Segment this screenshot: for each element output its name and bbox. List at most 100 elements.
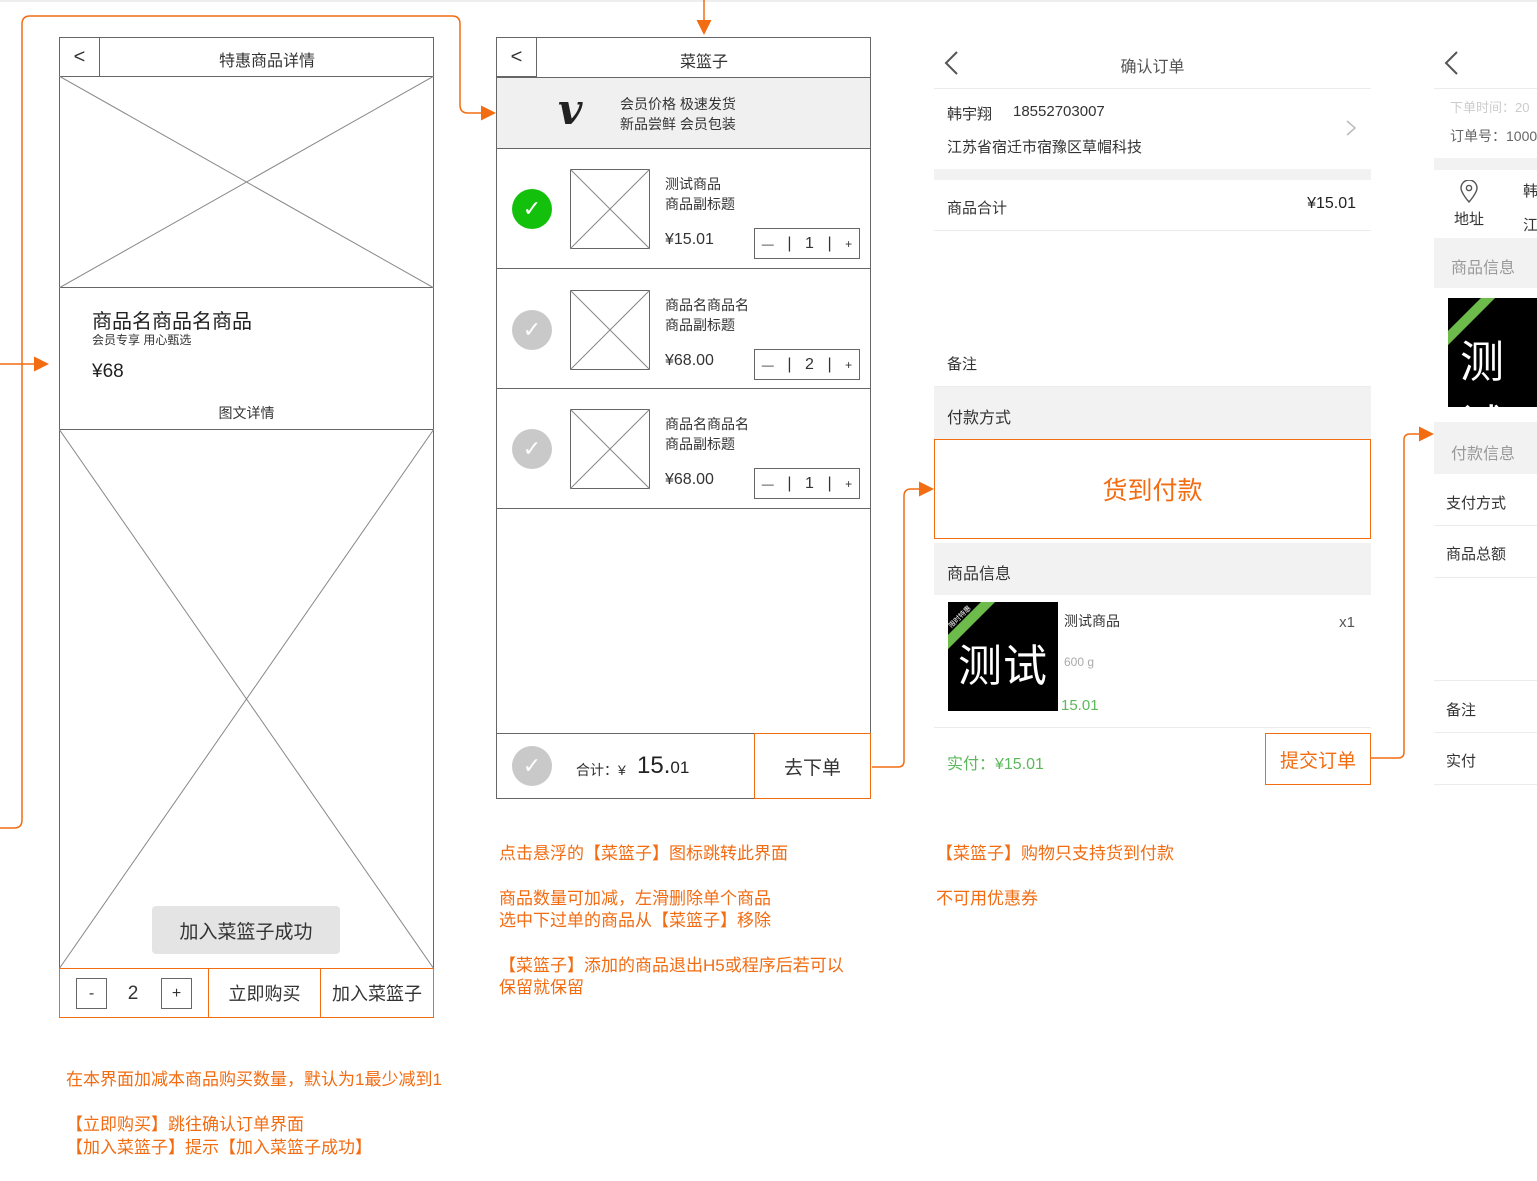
- back-chevron-icon[interactable]: [1440, 50, 1462, 76]
- note-basket-1: 点击悬浮的【菜篮子】图标跳转此界面: [499, 844, 788, 863]
- paid-label: 实付: [1446, 753, 1477, 770]
- pay-method-label: 付款方式: [947, 410, 1012, 427]
- submit-order-button[interactable]: 提交订单: [1265, 733, 1371, 785]
- item-price: ¥68.00: [665, 471, 714, 488]
- pay-method-label: 支付方式: [1446, 495, 1507, 512]
- chevron-right-icon[interactable]: [1345, 119, 1357, 137]
- receiver-name: 韩宇翔: [947, 106, 993, 123]
- detail-image-placeholder: [59, 429, 434, 969]
- select-all-check-icon[interactable]: ✓: [512, 746, 552, 786]
- thumbnail-text: 测试: [1460, 338, 1505, 407]
- item-name: 商品名商品名: [665, 416, 749, 432]
- thumbnail-text: 测试: [958, 642, 1048, 691]
- item-image-placeholder: [570, 409, 650, 489]
- quantity-stepper[interactable]: —|1|+: [754, 228, 860, 259]
- arrow-submit-to-detail: [1371, 426, 1434, 759]
- note-confirm-1: 【菜篮子】购物只支持货到付款: [936, 844, 1174, 863]
- remark-label: 备注: [1446, 702, 1477, 719]
- product-thumbnail: 测试: [1448, 298, 1537, 407]
- item-image-placeholder: [570, 169, 650, 249]
- note-detail-2: 【立即购买】跳往确认订单界面: [66, 1115, 304, 1134]
- page-title: 特惠商品详情: [218, 53, 315, 70]
- vip-line-1: 会员价格 极速发货: [620, 96, 736, 112]
- location-pin-icon: [1460, 180, 1478, 204]
- minus-button[interactable]: —: [761, 357, 774, 372]
- item-image-placeholder: [570, 290, 650, 370]
- address-label: 地址: [1454, 211, 1485, 228]
- goods-info-label: 商品信息: [1451, 260, 1516, 277]
- item-price: 15.01: [1061, 697, 1099, 714]
- quantity-stepper[interactable]: —|1|+: [754, 468, 860, 499]
- product-name: 商品名商品名商品: [92, 311, 252, 333]
- basket-frame: [496, 37, 871, 799]
- detail-section-label: 图文详情: [218, 405, 275, 421]
- vip-logo-icon: v: [558, 85, 583, 134]
- minus-button[interactable]: —: [761, 476, 774, 491]
- address-partial: 江: [1523, 217, 1537, 234]
- item-name: 商品名商品名: [665, 297, 749, 313]
- minus-button[interactable]: —: [761, 236, 774, 251]
- plus-button[interactable]: +: [845, 357, 853, 372]
- cash-on-delivery-option[interactable]: 货到付款: [934, 439, 1371, 539]
- vip-banner[interactable]: [497, 77, 870, 149]
- order-detail-screen: 下单时间：20 订单号：1000 地址 韩 江 商品信息 测试 付款信息 支付方…: [1434, 0, 1537, 1181]
- receiver-partial: 韩: [1523, 183, 1537, 200]
- item-price: ¥68.00: [665, 352, 714, 369]
- note-detail-1: 在本界面加减本商品购买数量，默认为1最少减到1: [66, 1070, 442, 1089]
- add-basket-button[interactable]: 加入菜篮子: [320, 968, 434, 1018]
- image-placeholder: [59, 76, 434, 288]
- note-confirm-2: 不可用优惠券: [936, 889, 1038, 908]
- receiver-address: 江苏省宿迁市宿豫区草帽科技: [947, 139, 1143, 156]
- order-time: 下单时间：20: [1450, 100, 1530, 115]
- remark-label: 备注: [947, 356, 978, 373]
- vip-line-2: 新品尝鲜 会员包装: [620, 116, 736, 132]
- page-title: 确认订单: [1120, 59, 1185, 76]
- item-price: ¥15.01: [665, 231, 714, 248]
- plus-button[interactable]: +: [845, 476, 853, 491]
- item-check-checked-icon[interactable]: ✓: [512, 189, 552, 229]
- item-subtitle: 商品副标题: [665, 196, 735, 212]
- checkout-button[interactable]: 去下单: [754, 733, 871, 799]
- goods-total-label: 商品总额: [1446, 546, 1507, 563]
- goods-info-label: 商品信息: [947, 566, 1012, 583]
- goods-total-value: ¥15.01: [1307, 195, 1356, 212]
- total-label: 合计：¥: [576, 762, 626, 778]
- item-name: 测试商品: [665, 176, 721, 192]
- back-chevron-icon[interactable]: [940, 50, 962, 76]
- note-basket-5: 保留就保留: [499, 978, 584, 997]
- product-tagline: 会员专享 用心甄选: [92, 333, 192, 347]
- quantity-value: 2: [805, 355, 814, 373]
- plus-button[interactable]: +: [845, 236, 853, 251]
- note-basket-4: 【菜篮子】添加的商品退出H5或程序后若可以: [499, 956, 844, 975]
- item-subtitle: 商品副标题: [665, 317, 735, 333]
- minus-button[interactable]: -: [76, 978, 107, 1009]
- toast-added: 加入菜篮子成功: [152, 906, 340, 954]
- page-title: 菜篮子: [679, 54, 728, 71]
- quantity-stepper[interactable]: —|2|+: [754, 349, 860, 380]
- item-check-unchecked-icon[interactable]: ✓: [512, 310, 552, 350]
- item-check-unchecked-icon[interactable]: ✓: [512, 429, 552, 469]
- quantity-value: 1: [805, 474, 814, 492]
- note-basket-3: 选中下过单的商品从【菜篮子】移除: [499, 911, 771, 930]
- pay-method-header: [934, 387, 1371, 439]
- back-button[interactable]: <: [496, 37, 537, 77]
- goods-total-label: 商品合计: [947, 200, 1008, 217]
- plus-button[interactable]: +: [161, 978, 192, 1009]
- product-price: ¥68: [92, 361, 124, 382]
- goods-info-header: [934, 543, 1371, 595]
- paid-amount: 实付：¥15.01: [947, 756, 1044, 773]
- note-detail-3: 【加入菜篮子】提示【加入菜篮子成功】: [66, 1138, 372, 1157]
- item-subtitle: 商品副标题: [665, 436, 735, 452]
- order-number: 订单号：1000: [1450, 128, 1537, 144]
- receiver-phone: 18552703007: [1013, 103, 1105, 120]
- back-button[interactable]: <: [59, 37, 100, 77]
- pay-info-label: 付款信息: [1451, 446, 1516, 463]
- product-thumbnail: 限时特惠 测试: [948, 602, 1058, 711]
- note-basket-2: 商品数量可加减，左滑删除单个商品: [499, 889, 771, 908]
- quantity-value: 1: [805, 234, 814, 252]
- item-name: 测试商品: [1064, 613, 1120, 629]
- quantity-value: 2: [127, 983, 139, 1004]
- item-weight: 600 g: [1064, 655, 1095, 669]
- buy-now-button[interactable]: 立即购买: [208, 968, 321, 1018]
